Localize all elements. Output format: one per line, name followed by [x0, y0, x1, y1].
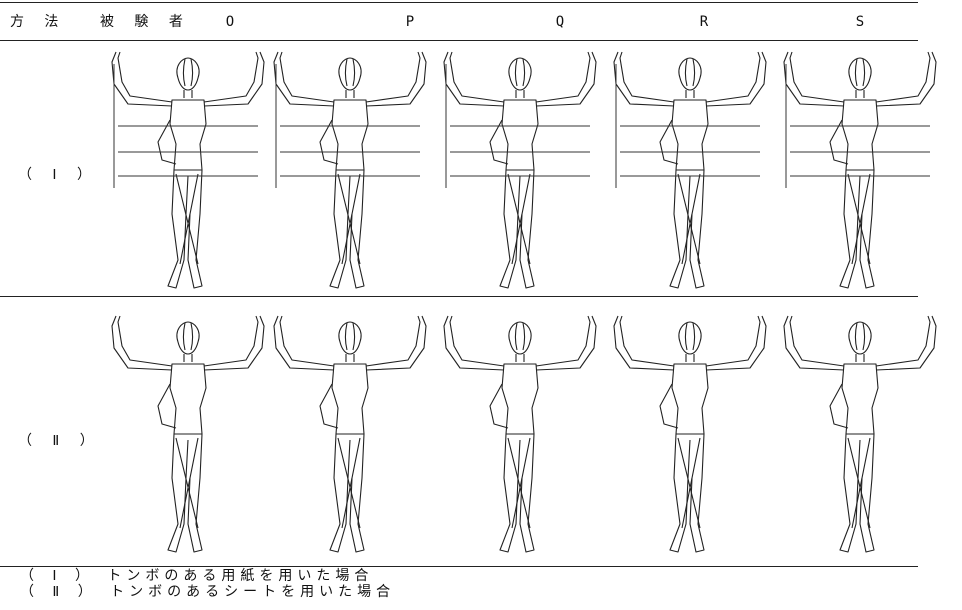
figure-r1-c3 [444, 52, 596, 288]
column-header-s: S [830, 14, 890, 30]
column-header-r: R [674, 14, 734, 30]
row-divider [0, 296, 918, 297]
figure-r1-c1 [112, 52, 264, 288]
top-rule [0, 2, 918, 3]
column-header-p: P [380, 14, 440, 30]
row-label-2: （ Ⅱ ） [18, 430, 100, 450]
legend-line-2: （ Ⅱ ） トンボのあるシートを用いた場合 [20, 584, 395, 600]
figure-r1-c2 [274, 52, 426, 288]
row-label-1: （ Ⅰ ） [18, 164, 97, 184]
figure-r2-c2 [274, 316, 426, 552]
figure-r1-c4 [614, 52, 766, 288]
figure-r1-c5 [784, 52, 936, 288]
figure-r2-c3 [444, 316, 596, 552]
header-subject: 被 験 者 [100, 14, 189, 30]
legend-line-1: （ Ⅰ ） トンボのある用紙を用いた場合 [20, 568, 373, 584]
figure-r2-c1 [112, 316, 264, 552]
header-rule [0, 40, 918, 41]
column-header-o: O [200, 14, 260, 30]
figure-r2-c4 [614, 316, 766, 552]
legend-rule [0, 566, 918, 567]
figure-r2-c5 [784, 316, 936, 552]
column-header-q: Q [530, 14, 590, 30]
header-method: 方 法 [10, 14, 64, 30]
